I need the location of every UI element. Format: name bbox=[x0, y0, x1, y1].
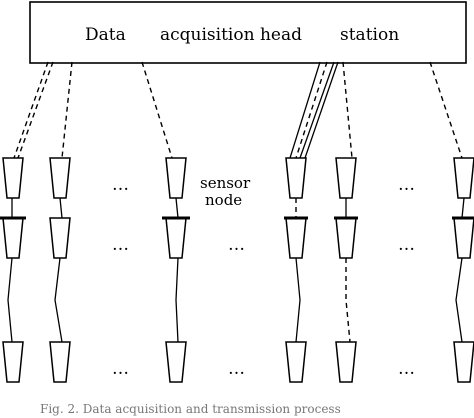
sensor-node bbox=[165, 157, 187, 199]
ellipsis: … bbox=[398, 175, 415, 195]
sensor-node bbox=[335, 157, 357, 199]
sensor-label-line1: sensor bbox=[200, 174, 251, 192]
ellipsis: … bbox=[112, 359, 129, 379]
sensor-node bbox=[335, 341, 357, 383]
sensor-node bbox=[165, 341, 187, 383]
sensor-node bbox=[2, 157, 24, 199]
solid-links bbox=[289, 61, 339, 159]
sensor-label-line2: node bbox=[205, 191, 242, 209]
station-word-data: Data bbox=[85, 25, 126, 45]
sensor-node bbox=[285, 217, 307, 259]
sensor-node bbox=[453, 341, 474, 383]
sensor-node bbox=[335, 217, 357, 259]
ellipses: … … … … … … … … bbox=[112, 175, 415, 379]
sensor-node bbox=[453, 157, 474, 199]
station-word-acquisition-head: acquisition head bbox=[160, 25, 302, 45]
sensor-node bbox=[453, 217, 474, 259]
ellipsis: … bbox=[112, 175, 129, 195]
sensor-node bbox=[285, 157, 307, 199]
head-station-box bbox=[29, 1, 467, 64]
sensor-node bbox=[2, 341, 24, 383]
ellipsis: … bbox=[112, 235, 129, 255]
ellipsis: … bbox=[228, 359, 245, 379]
sensor-nodes bbox=[2, 157, 474, 383]
sensor-node bbox=[165, 217, 187, 259]
ellipsis: … bbox=[228, 235, 245, 255]
sensor-node bbox=[285, 341, 307, 383]
sensor-node bbox=[49, 157, 71, 199]
station-word-station: station bbox=[340, 25, 399, 45]
chain-links bbox=[7, 197, 465, 343]
sensor-node bbox=[49, 341, 71, 383]
ellipsis: … bbox=[398, 235, 415, 255]
dashed-links bbox=[13, 61, 463, 159]
sensor-node bbox=[49, 217, 71, 259]
ellipsis: … bbox=[398, 359, 415, 379]
sensor-node bbox=[2, 217, 24, 259]
figure-caption: Fig. 2. Data acquisition and transmissio… bbox=[40, 402, 341, 416]
